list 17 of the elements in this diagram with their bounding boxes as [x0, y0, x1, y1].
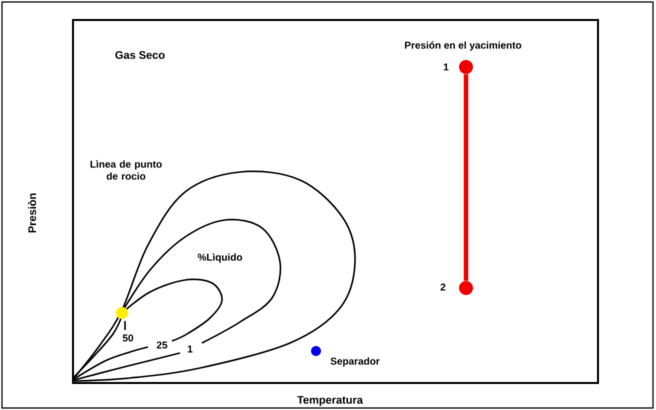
curve-label: %Lìquido	[198, 253, 242, 263]
cricondentherm-point	[116, 307, 128, 319]
point-label: 2	[440, 284, 446, 290]
pressure-point	[459, 60, 473, 74]
axis-title: Presiòn	[28, 194, 36, 232]
curve-label: Lìnea de punto de rocio	[90, 160, 162, 180]
pressure-path-line	[464, 74, 468, 281]
separator-point	[311, 346, 321, 356]
point-label: Separador	[330, 357, 380, 367]
title-label: Gas Seco	[115, 51, 165, 59]
title-label: Presión en el yacimiento	[405, 41, 522, 51]
quality-number: 1	[188, 346, 192, 352]
point-label: 1	[444, 64, 448, 70]
pressure-point	[459, 281, 473, 295]
quality-number: 50	[122, 334, 134, 342]
quality-number: 25	[156, 341, 168, 349]
axis-title: Temperatura	[297, 396, 363, 406]
